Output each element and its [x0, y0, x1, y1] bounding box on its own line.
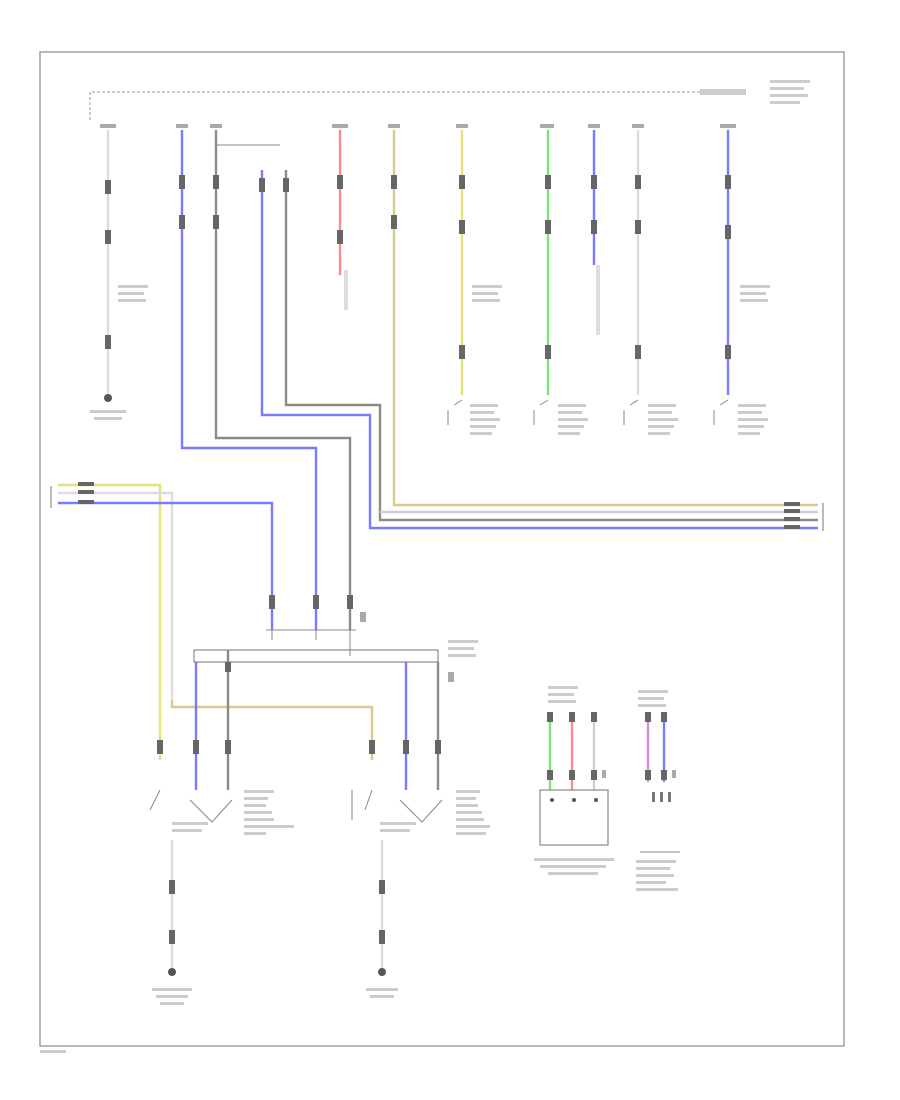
wire-blue-b	[259, 170, 818, 530]
switch-symbol	[713, 399, 768, 435]
corner-label	[770, 80, 810, 104]
three-wire-module	[534, 686, 614, 875]
wire-blue-a	[179, 130, 318, 630]
top-connector-headers	[100, 124, 736, 146]
wire-grey-a	[213, 130, 352, 630]
wire-tan	[391, 130, 818, 507]
switch-symbol	[447, 399, 500, 435]
switch-symbol	[533, 399, 588, 435]
wire-blue-right	[725, 130, 770, 395]
wire-green	[545, 130, 551, 395]
wire-red	[337, 130, 348, 310]
wire-blue-short	[591, 130, 600, 335]
left-bus	[50, 482, 274, 760]
lower-left-switch-cluster	[149, 650, 294, 1005]
top-bus	[89, 80, 810, 120]
wire-ground-left	[90, 130, 148, 420]
lower-middle-switch-cluster	[351, 662, 490, 998]
wire-tan-lower	[170, 700, 374, 760]
wire-grey-b	[283, 170, 818, 522]
switch-symbol	[623, 399, 678, 435]
footer-mark	[40, 1050, 66, 1053]
wire-white-bus	[380, 502, 824, 531]
wire-white	[635, 130, 641, 395]
diagram-frame	[39, 51, 845, 1047]
two-wire-module	[636, 690, 680, 891]
wire-yellow	[459, 130, 502, 395]
top-switch-row	[447, 399, 768, 435]
junction-connector	[193, 595, 478, 663]
